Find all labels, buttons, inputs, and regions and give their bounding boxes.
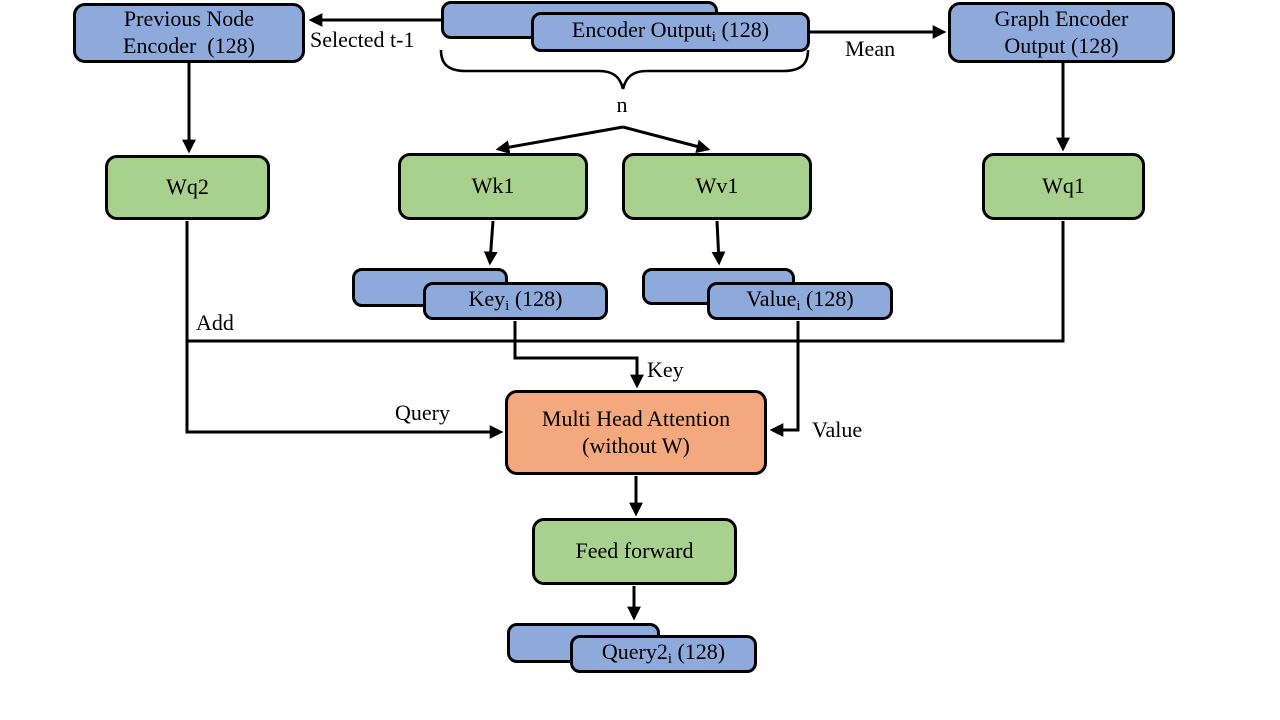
node-label: Graph Encoder	[994, 5, 1129, 31]
node-wk1: Wk1	[398, 153, 588, 220]
arrow-n-to-wv1	[622, 125, 711, 154]
node-feed-forward: Feed forward	[532, 518, 737, 585]
edge-label-mean: Mean	[845, 36, 896, 61]
node-previous-node-encoder: Previous Node Encoder (128)	[73, 3, 305, 63]
node-key: Keyi (128)	[423, 282, 608, 320]
node-label: Wk1	[471, 173, 515, 199]
node-value: Valuei (128)	[707, 282, 893, 320]
line-wq1-add	[188, 221, 1065, 343]
edge-label-key: Key	[647, 357, 684, 382]
node-label: Multi Head Attention	[541, 405, 731, 431]
arrow-key-to-mha	[513, 321, 644, 389]
node-label: Wq1	[1042, 173, 1085, 199]
node-label: Encoder (128)	[123, 33, 255, 58]
node-graph-encoder-output: Graph Encoder Output (128)	[948, 2, 1175, 63]
arrow-n-to-wk1	[495, 125, 624, 154]
arrow-value-to-mha	[769, 321, 800, 437]
edge-label-value: Value	[812, 417, 863, 442]
edge-label-query: Query	[395, 400, 450, 425]
node-label: Query2i (128)	[601, 639, 726, 668]
edge-label-selected-t1: Selected t-1	[310, 27, 415, 52]
node-label: (without W)	[582, 432, 690, 458]
node-label: Feed forward	[575, 538, 694, 564]
node-label: Wv1	[695, 173, 739, 199]
arrow-wv1-to-value	[711, 220, 726, 266]
node-encoder-output: Encoder Outputi (128)	[531, 12, 810, 52]
node-wq1: Wq1	[982, 153, 1145, 220]
node-label: Previous Node	[123, 6, 255, 32]
node-label: Encoder Outputi (128)	[571, 17, 770, 46]
node-multi-head-attention: Multi Head Attention (without W)	[505, 390, 767, 475]
edge-label-add: Add	[196, 310, 234, 335]
node-label: Valuei (128)	[746, 286, 854, 315]
arrow-wk1-to-key	[483, 220, 498, 266]
arrow-query-to-mha	[185, 221, 504, 439]
node-label: Wq2	[166, 174, 209, 200]
node-label: Output (128)	[1004, 32, 1119, 58]
node-wq2: Wq2	[105, 155, 270, 220]
node-wv1: Wv1	[622, 153, 812, 220]
brace-n	[439, 49, 810, 90]
node-query2: Query2i (128)	[570, 635, 757, 673]
node-label: Keyi (128)	[468, 286, 563, 315]
edge-label-n: n	[616, 92, 628, 117]
